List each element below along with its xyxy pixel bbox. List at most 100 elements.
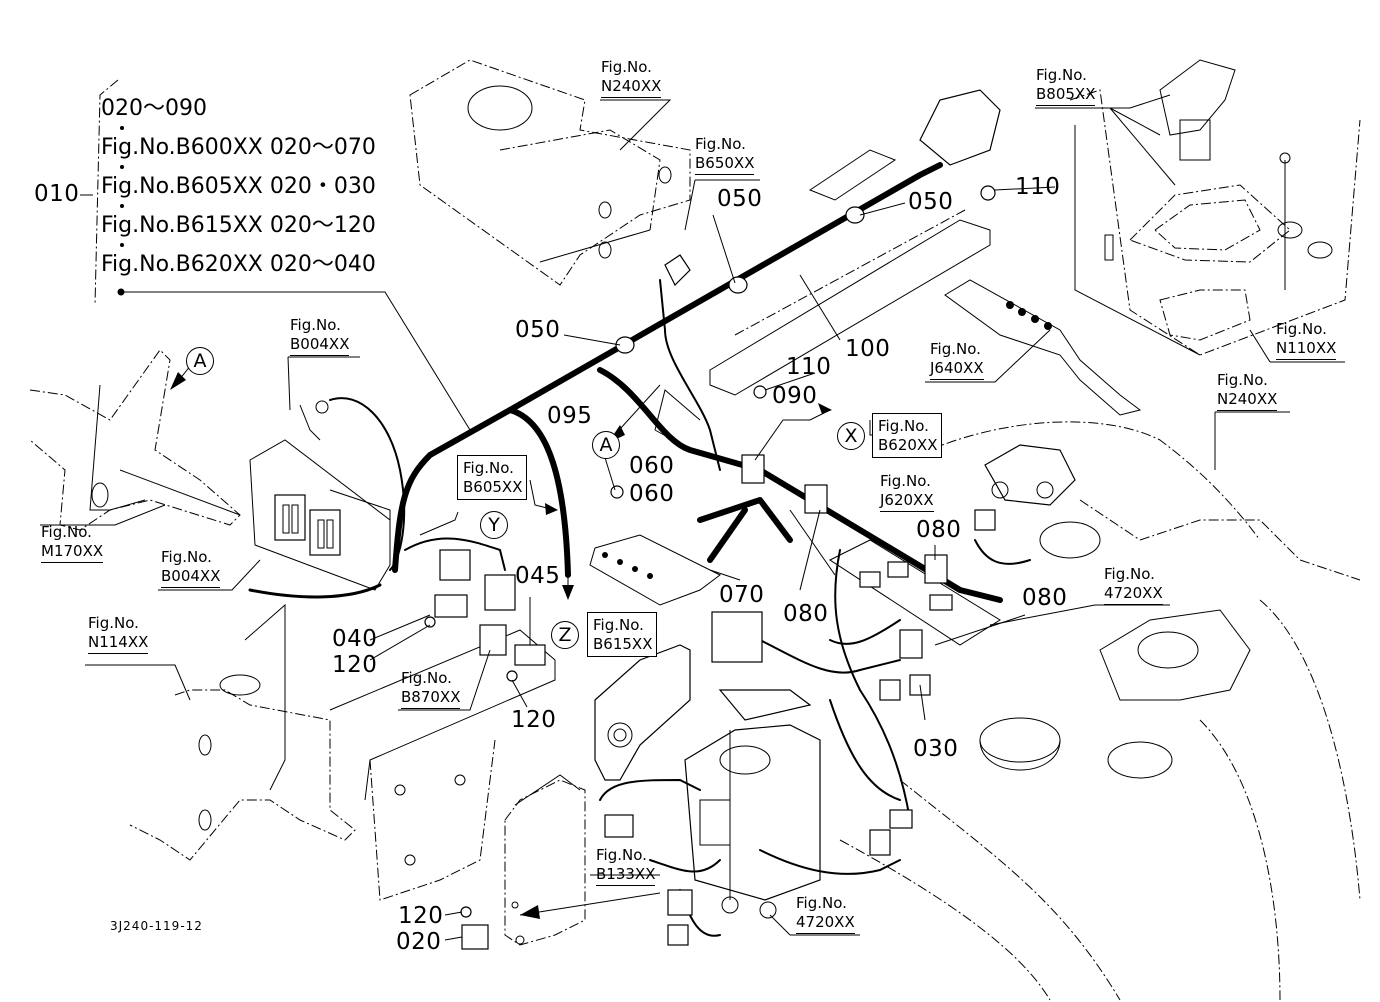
legend-line: Fig.No.B615XX 020～120 [101, 213, 376, 238]
fig-ref-b615[interactable]: Fig.No. B615XX [587, 612, 658, 657]
fig-code: M170XX [41, 542, 104, 563]
fig-ref-4720-bottom[interactable]: Fig.No. 4720XX [796, 894, 855, 934]
legend-part-number: 010 [34, 181, 80, 207]
ecu-b615 [594, 644, 691, 781]
fig-code: N240XX [601, 77, 662, 98]
legend-line: 020～090 [101, 96, 207, 121]
fig-prefix: Fig.No. [930, 340, 981, 358]
fig-ref-4720-right[interactable]: Fig.No. 4720XX [1104, 565, 1163, 605]
fig-ref-n110[interactable]: Fig.No. N110XX [1276, 320, 1337, 360]
part-number-120[interactable]: 120 [332, 652, 378, 678]
fig-prefix: Fig.No. [695, 135, 746, 153]
fig-ref-j640[interactable]: Fig.No. J640XX [930, 340, 984, 380]
fig-prefix: Fig.No. [41, 523, 92, 541]
fig-ref-n114[interactable]: Fig.No. N114XX [88, 614, 149, 654]
fig-prefix: Fig.No. [88, 614, 139, 632]
fig-ref-b004-top[interactable]: Fig.No. B004XX [290, 316, 350, 356]
fig-prefix: Fig.No. [1104, 565, 1155, 583]
leader-lines [40, 94, 1345, 941]
callout-a[interactable]: A [592, 431, 620, 459]
legend-list: 020～090 Fig.No.B600XX 020～070 Fig.No.B60… [101, 89, 376, 284]
fig-code: B004XX [290, 335, 350, 356]
legend-line: Fig.No.B605XX 020・030 [101, 174, 376, 199]
fig-ref-b605[interactable]: Fig.No. B605XX [457, 455, 528, 500]
part-number-020[interactable]: 020 [396, 929, 442, 955]
drawing-number: 3J240-119-12 [110, 919, 203, 933]
part-number-110[interactable]: 110 [1015, 174, 1061, 200]
clamps [424, 89, 1001, 950]
part-number-060[interactable]: 060 [629, 453, 675, 479]
fig-prefix: Fig.No. [161, 548, 212, 566]
fig-prefix: Fig.No. [796, 894, 847, 912]
fig-code: B870XX [401, 688, 461, 709]
fig-prefix: Fig.No. [1217, 371, 1268, 389]
fig-code: B133XX [596, 865, 656, 886]
part-number-030[interactable]: 030 [913, 736, 959, 762]
fig-ref-m170[interactable]: Fig.No. M170XX [41, 523, 104, 563]
fig-code: 4720XX [796, 913, 855, 934]
part-number-050[interactable]: 050 [908, 189, 954, 215]
fig-code: J620XX [880, 491, 934, 512]
fig-code: B004XX [161, 567, 221, 588]
legend-line: Fig.No.B620XX 020～040 [101, 252, 376, 277]
fig-prefix: Fig.No. [878, 417, 929, 435]
plate-j620 [589, 534, 1001, 646]
fig-prefix: Fig.No. [880, 472, 931, 490]
unit-b805-n110 [1069, 59, 1361, 356]
fig-ref-n240-top[interactable]: Fig.No. N240XX [601, 58, 662, 98]
fig-code: N110XX [1276, 339, 1337, 360]
legend-line: Fig.No.B600XX 020～070 [101, 135, 376, 160]
fig-ref-j620[interactable]: Fig.No. J620XX [880, 472, 934, 512]
callout-x[interactable]: X [837, 422, 865, 450]
part-number-120[interactable]: 120 [398, 903, 444, 929]
bracket-b133 [504, 774, 586, 946]
fig-ref-b004-bottom[interactable]: Fig.No. B004XX [161, 548, 221, 588]
main-harness [248, 162, 1031, 937]
part-number-080[interactable]: 080 [783, 601, 829, 627]
fig-code: B805XX [1036, 85, 1096, 106]
part-number-080[interactable]: 080 [916, 517, 962, 543]
part-number-050[interactable]: 050 [515, 317, 561, 343]
part-number-050[interactable]: 050 [717, 186, 763, 212]
fig-code: B650XX [695, 154, 755, 175]
part-number-120[interactable]: 120 [511, 707, 557, 733]
fig-ref-n240-right[interactable]: Fig.No. N240XX [1217, 371, 1278, 411]
fig-code: 4720XX [1104, 584, 1163, 605]
part-number-110[interactable]: 110 [786, 354, 832, 380]
fig-ref-b620[interactable]: Fig.No. B620XX [872, 413, 943, 458]
part-number-100[interactable]: 100 [845, 336, 891, 362]
fig-ref-b133[interactable]: Fig.No. B133XX [596, 846, 656, 886]
fig-prefix: Fig.No. [596, 846, 647, 864]
callout-a[interactable]: A [186, 347, 214, 375]
fig-prefix: Fig.No. [1036, 66, 1087, 84]
bracket-n240-top [409, 59, 691, 286]
part-number-045[interactable]: 045 [515, 563, 561, 589]
fig-code: B620XX [878, 436, 938, 454]
fig-prefix: Fig.No. [593, 616, 644, 634]
fig-ref-b805[interactable]: Fig.No. B805XX [1036, 66, 1096, 106]
part-number-060[interactable]: 060 [629, 481, 675, 507]
legend-bracket [80, 79, 471, 431]
fig-code: N240XX [1217, 390, 1278, 411]
part-number-070[interactable]: 070 [719, 582, 765, 608]
fig-code: J640XX [930, 359, 984, 380]
fig-prefix: Fig.No. [1276, 320, 1327, 338]
callout-z[interactable]: Z [551, 621, 579, 649]
control-box-b004 [249, 400, 391, 591]
valve-block [684, 689, 821, 919]
fig-code: N114XX [88, 633, 149, 654]
part-number-090[interactable]: 090 [772, 383, 818, 409]
fig-prefix: Fig.No. [601, 58, 652, 76]
bracket-100-and-plate-j640 [709, 149, 1142, 416]
part-number-080[interactable]: 080 [1022, 585, 1068, 611]
part-number-095[interactable]: 095 [547, 403, 593, 429]
right-body [839, 421, 1361, 1001]
callout-y[interactable]: Y [480, 511, 508, 539]
fig-ref-b650[interactable]: Fig.No. B650XX [695, 135, 755, 175]
fig-ref-b870[interactable]: Fig.No. B870XX [401, 669, 461, 709]
fig-prefix: Fig.No. [463, 459, 514, 477]
part-number-040[interactable]: 040 [332, 626, 378, 652]
fig-code: B615XX [593, 635, 653, 653]
fig-prefix: Fig.No. [290, 316, 341, 334]
